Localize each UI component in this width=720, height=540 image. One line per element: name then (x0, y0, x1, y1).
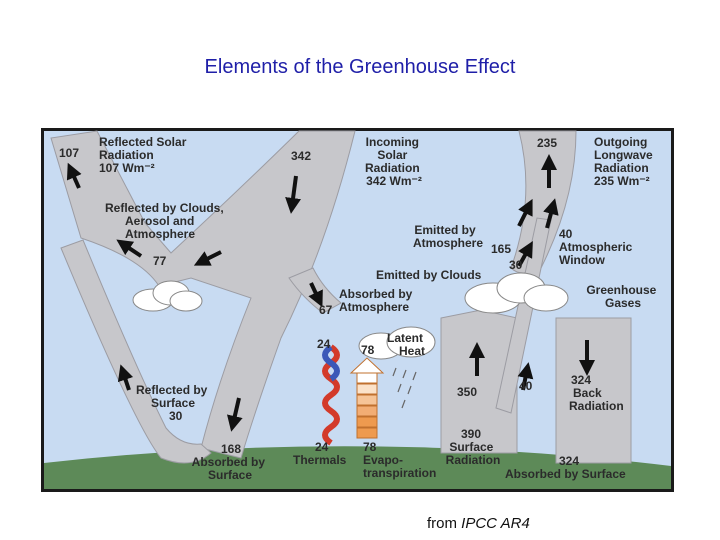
label-absorbed-surface-right: Absorbed by Surface (505, 467, 626, 481)
source-credit: from IPCC AR4 (427, 515, 530, 532)
value-evapotranspiration: 78 (363, 440, 377, 454)
value-reflected-clouds: 77 (153, 254, 167, 268)
label-surface-radiation: Surface Radiation (446, 440, 501, 467)
value-latent-heat: 78 (361, 343, 375, 357)
value-incoming-solar: 342 (291, 149, 311, 163)
value-surface-radiation-up: 350 (457, 385, 477, 399)
value-window-lower: 40 (519, 379, 533, 393)
label-emitted-clouds: Emitted by Clouds (376, 268, 482, 282)
value-emitted-clouds: 30 (509, 258, 523, 272)
value-absorbed-surface-left: 168 (221, 442, 241, 456)
label-thermals: Thermals (293, 453, 347, 467)
label-outgoing-longwave: Outgoing Longwave Radiation 235 Wm⁻² (594, 135, 656, 188)
value-emitted-atmosphere: 165 (491, 242, 511, 256)
source-reference: IPCC AR4 (461, 515, 530, 532)
value-thermals-up: 24 (317, 337, 331, 351)
value-back-radiation: 324 (571, 373, 591, 387)
slide-title: Elements of the Greenhouse Effect (0, 56, 720, 79)
source-prefix: from (427, 515, 461, 532)
label-incoming-solar: Incoming Solar Radiation 342 Wm⁻² (365, 135, 423, 188)
greenhouse-diagram: Reflected Solar Radiation 107 Wm⁻² 107 I… (41, 128, 674, 492)
value-reflected-surface: 30 (169, 409, 183, 423)
value-thermals: 24 (315, 440, 329, 454)
value-reflected-solar: 107 (59, 146, 79, 160)
label-emitted-atmosphere: Emitted by Atmosphere (413, 223, 483, 250)
value-atmospheric-window: 40 (559, 227, 573, 241)
label-absorbed-atmosphere: Absorbed by Atmosphere (339, 287, 416, 314)
value-absorbed-atmosphere: 67 (319, 303, 333, 317)
value-surface-radiation: 390 (461, 427, 481, 441)
value-outgoing-longwave: 235 (537, 136, 557, 150)
value-absorbed-surface-right: 324 (559, 454, 579, 468)
